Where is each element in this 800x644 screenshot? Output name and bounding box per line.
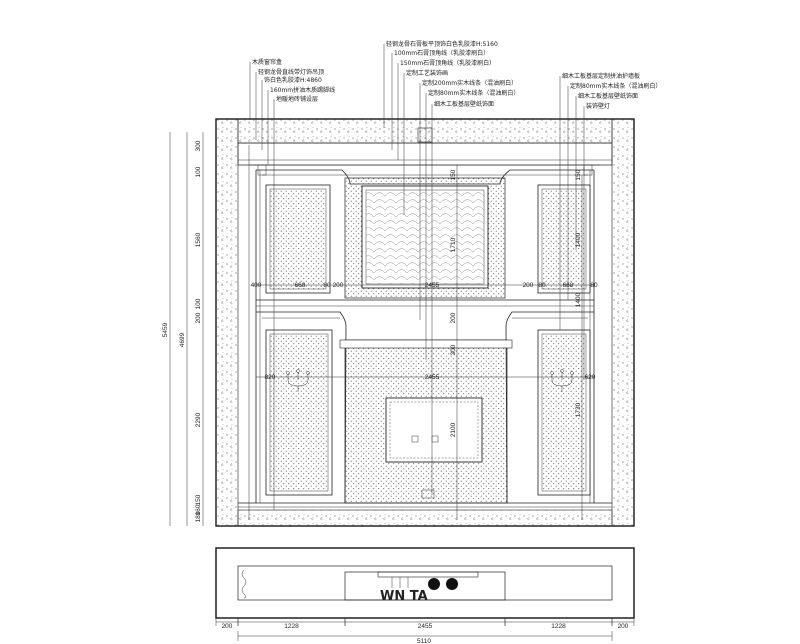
annotation-right-label: 装饰壁灯: [586, 102, 610, 110]
leader-lines: [249, 44, 585, 510]
dimension-label: 150: [450, 169, 457, 180]
wall-sconce-right-icon: [550, 369, 574, 392]
elevation-wall: [215, 118, 635, 527]
dimension-label: 160: [195, 504, 202, 515]
dimension-label: 80: [538, 282, 546, 289]
dimension-label: 200: [222, 623, 233, 630]
dimension-label: 1710: [450, 237, 457, 252]
annotation-right-label: 细木工板基层壁纸饰面: [578, 92, 638, 100]
annotation-center-label: 150mm石膏顶角线（乳胶漆刷白）: [400, 59, 495, 67]
annotation-left-label: 饰白色乳胶漆H:4860: [264, 76, 322, 84]
annotation-center-label: 定制工艺装饰画: [406, 69, 448, 77]
annotation-center-label: 100mm石膏顶角线（乳胶漆刷白）: [394, 49, 489, 57]
dimension-label: 668: [563, 282, 574, 289]
dimension-label: 4699: [179, 332, 186, 347]
dimension-label: 150: [195, 494, 202, 505]
dimension-label: 2455: [425, 282, 440, 289]
dimension-label: 1228: [551, 623, 566, 630]
annotation-left-label: 160mm拼油木质踢脚线: [270, 86, 335, 94]
annotation-center-label: 轻钢龙骨石膏板平顶饰白色乳胶漆H:5160: [386, 40, 498, 48]
floor-slab-section: [237, 509, 613, 527]
dimension-label: 200: [450, 312, 457, 323]
dimension-label: 400: [251, 282, 262, 289]
dimension-label: 1228: [284, 623, 299, 630]
dimension-label: 80: [590, 282, 598, 289]
annotation-center-label: 定制200mm实木线条（混油刷白）: [422, 79, 517, 87]
total-width-label: 5110: [417, 638, 431, 644]
speaker-icon: [428, 578, 440, 590]
dimension-label: 100: [195, 166, 202, 177]
suspended-ceiling-band: [237, 142, 613, 166]
dimension-label: 668: [295, 282, 306, 289]
dimension-label: 1400: [575, 292, 582, 307]
dimension-label: 300: [450, 344, 457, 355]
dimension-label: 820: [265, 374, 276, 381]
dimension-label: 2100: [450, 422, 457, 437]
dimension-label: 100: [195, 298, 202, 309]
annotation-center-label: 细木工板基层壁纸饰面: [434, 100, 494, 108]
bottom-dimensions: 200 1228 2455 1228 200: [215, 618, 635, 630]
tv-frame: [385, 397, 483, 463]
dimension-label: 2455: [418, 623, 433, 630]
plan-outline: [215, 547, 635, 619]
dimension-label: 1400: [575, 232, 582, 247]
speaker-icon: [446, 578, 458, 590]
dimension-label: 5459: [162, 322, 169, 337]
dimension-label: 200: [333, 282, 344, 289]
dimension-label: 620: [585, 374, 596, 381]
dimension-label: 1730: [575, 402, 582, 417]
annotation-left-label: 轻钢龙骨直线带灯饰吊顶: [258, 68, 324, 76]
right-wall-section: [611, 118, 635, 527]
left-wall-section: [215, 118, 239, 527]
dimension-label: 80: [323, 282, 331, 289]
dimension-label: 150: [575, 169, 582, 180]
left-dimension-chains: [169, 132, 204, 526]
annotation-right-label: 细木工板基层定制拼油护墙板: [562, 72, 640, 80]
annotation-left-label: 木质窗帘盒: [252, 58, 282, 66]
annotation-center-label: 定制80mm实木线条（混油刷白）: [428, 89, 519, 97]
annotation-right-label: 定制80mm实木线条（混油刷白）: [570, 82, 661, 90]
bottom-total-dimension: 5110: [237, 631, 613, 644]
dimension-label: 200: [195, 312, 202, 323]
dimension-label: 300: [195, 140, 202, 151]
plan-view: WN TA: [215, 547, 635, 619]
annotation-left-label: 地暖地砖铺设层: [276, 95, 318, 103]
dimension-label: 2455: [425, 374, 440, 381]
dimension-label: 180: [195, 511, 202, 522]
tv-cabinet-label: WN TA: [380, 589, 428, 604]
dimension-label: 200: [618, 623, 629, 630]
dimension-label: 200: [523, 282, 534, 289]
dimension-label: 2290: [195, 412, 202, 427]
dimension-label: 1560: [195, 232, 202, 247]
